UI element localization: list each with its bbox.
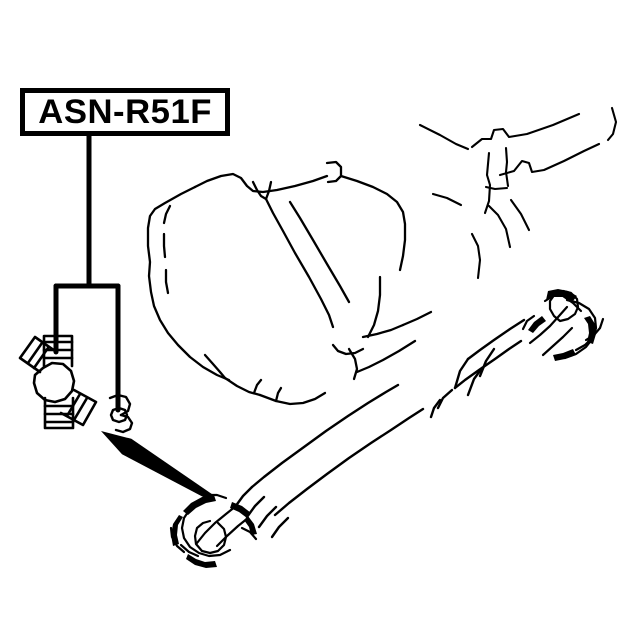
flange-yoke-rear-fill: [171, 495, 257, 568]
universal-joint-cross: [18, 334, 98, 430]
chassis-contour: [418, 106, 618, 280]
propeller-shaft: [233, 318, 526, 539]
part-number-text: ASN-R51F: [38, 93, 212, 131]
flange-yoke-front-fill: [528, 289, 596, 361]
transmission-housing: [146, 160, 433, 406]
callout-arrow: [101, 431, 214, 501]
flange-yoke-rear: [169, 493, 258, 558]
part-number-label-box[interactable]: ASN-R51F: [20, 88, 230, 136]
bearing-cap-detail: [108, 393, 134, 434]
callout-bracket: [53, 283, 121, 413]
